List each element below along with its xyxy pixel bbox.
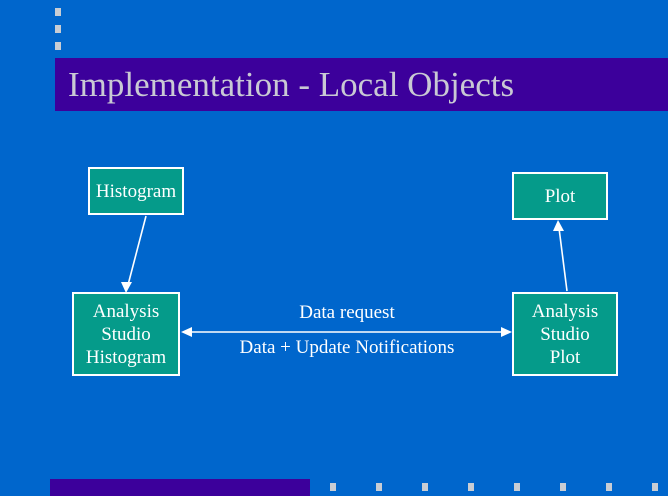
edge-label-data-update-notifications: Data + Update Notifications [239, 337, 455, 358]
node-analysis-studio-histogram-label-line-3: Histogram [85, 346, 167, 368]
top-bullet-square-icon-3 [55, 42, 61, 50]
connector-analysis-studio-plot-to-plot [553, 220, 568, 292]
footer-bullet-square-icon-7 [606, 483, 612, 491]
title-banner [55, 58, 668, 111]
node-analysis-studio-plot-label-line-3: Plot [549, 346, 581, 368]
node-analysis-studio-plot[interactable]: Analysis Studio Plot [512, 292, 618, 376]
node-histogram[interactable]: Histogram [88, 167, 184, 215]
node-analysis-studio-plot-label-line-1: Analysis [531, 300, 599, 322]
footer-banner [50, 479, 310, 496]
node-plot[interactable]: Plot [512, 172, 608, 220]
top-bullet-square-icon-2 [55, 25, 61, 33]
node-plot-label: Plot [544, 185, 576, 207]
node-analysis-studio-histogram-label-line-2: Studio [101, 323, 151, 345]
footer-bullet-square-icon-3 [422, 483, 428, 491]
connector-histogram-to-analysis-studio-histogram [121, 215, 147, 293]
top-bullet-square-icon-1 [55, 8, 61, 16]
node-analysis-studio-histogram[interactable]: Analysis Studio Histogram [72, 292, 180, 376]
footer-bullet-square-icon-8 [652, 483, 658, 491]
node-analysis-studio-plot-label-line-2: Studio [540, 323, 590, 345]
footer-bullet-square-icon-5 [514, 483, 520, 491]
node-analysis-studio-histogram-label-line-1: Analysis [92, 300, 160, 322]
connector-analysis-studio-histogram-to-analysis-studio-plot [181, 327, 512, 337]
footer-bullet-square-icon-6 [560, 483, 566, 491]
footer-bullet-square-icon-4 [468, 483, 474, 491]
page-title: Implementation - Local Objects [68, 65, 515, 104]
footer-bullet-square-icon-2 [376, 483, 382, 491]
footer-bullet-square-icon-1 [330, 483, 336, 491]
edge-label-data-request: Data request [299, 302, 395, 323]
node-histogram-label: Histogram [95, 180, 177, 202]
